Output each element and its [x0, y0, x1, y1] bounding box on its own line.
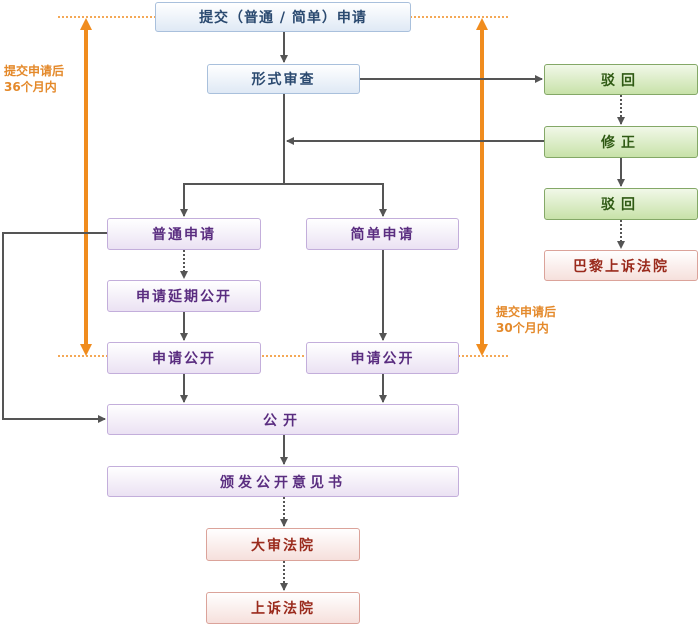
note-36-line2: 36个月内	[4, 80, 57, 94]
note-36-line1: 提交申请后	[4, 64, 65, 78]
node-formal-exam: 形式审查	[207, 64, 360, 94]
node-simple: 简单申请	[306, 218, 459, 250]
node-reject-1: 驳回	[544, 64, 698, 95]
node-paris-court: 巴黎上诉法院	[544, 250, 698, 281]
arrow-ordinary-bypass	[2, 232, 107, 423]
node-reject-2: 驳回	[544, 188, 698, 220]
node-appeal-court: 上诉法院	[206, 592, 360, 624]
node-ordinary: 普通申请	[107, 218, 261, 250]
node-publish-request-right: 申请公开	[306, 342, 459, 374]
node-defer: 申请延期公开	[107, 280, 261, 312]
note-30-line1: 提交申请后	[496, 305, 557, 319]
node-publish-request-left: 申请公开	[107, 342, 261, 374]
note-30-months: 提交申请后 30个月内	[496, 304, 556, 336]
node-publish: 公开	[107, 404, 459, 435]
note-36-months: 提交申请后 36个月内	[4, 63, 64, 95]
node-correction: 修正	[544, 126, 698, 158]
node-submit: 提交（普通 / 简单）申请	[155, 2, 411, 32]
note-30-line2: 30个月内	[496, 321, 549, 335]
node-opinion: 颁发公开意见书	[107, 466, 459, 497]
node-tribunal: 大审法院	[206, 528, 360, 561]
